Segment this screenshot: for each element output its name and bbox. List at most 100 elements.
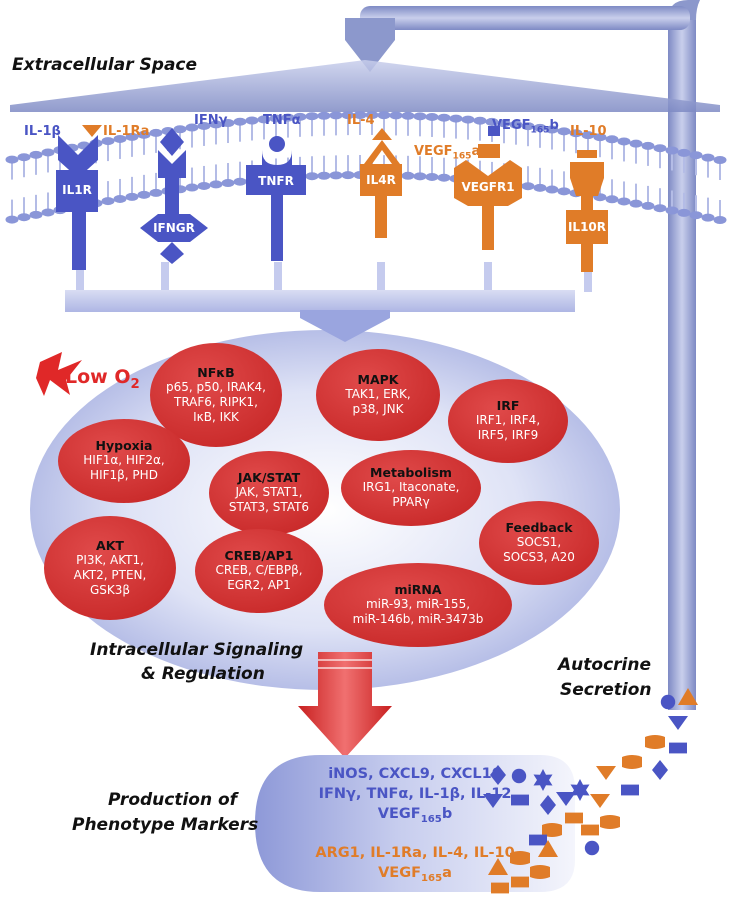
autocrine-pipe-top xyxy=(360,6,690,30)
ligand-il1ra: IL-1Ra xyxy=(103,124,150,139)
lipid-head xyxy=(305,112,319,121)
pathway-oval-creb-ap1 xyxy=(195,529,323,613)
secreted-circle-shape xyxy=(660,694,676,710)
pathway-members: TAK1, ERK,p38, JNK xyxy=(345,387,411,416)
lightning-icon xyxy=(36,352,82,396)
lipid-head xyxy=(593,133,607,142)
lipid-head xyxy=(641,141,655,150)
secreted-star-shape xyxy=(533,769,553,791)
lipid-head xyxy=(617,137,631,146)
pathway-oval-akt xyxy=(44,516,176,620)
lipid-head xyxy=(125,132,139,141)
receptor-group xyxy=(56,125,608,272)
pathway-title: miRNA xyxy=(394,582,442,597)
secreted-triangle-shape xyxy=(678,688,698,705)
secreted-shapes xyxy=(483,688,698,894)
lipid-head xyxy=(437,113,451,122)
pathway-oval-mapk xyxy=(316,349,440,441)
secreted-triangle-down-shape xyxy=(668,716,688,730)
pathway-members: IRG1, Itaconate,PPARγ xyxy=(362,480,460,509)
extracellular-title: Extracellular Space xyxy=(12,55,198,75)
lipid-head xyxy=(665,206,679,215)
lipid-head xyxy=(365,111,379,120)
secreted-rect-shape xyxy=(565,812,583,824)
lipid-head xyxy=(113,194,127,203)
secreted-rect-shape xyxy=(491,882,509,894)
lipid-head xyxy=(605,135,619,144)
pathway-title: NFκB xyxy=(197,364,235,380)
pathway-members: HIF1α, HIF2α,HIF1β, PHD xyxy=(83,453,165,482)
secreted-diamond-shape xyxy=(540,795,556,815)
receptor-vegfr1-label: VEGFR1 xyxy=(461,180,515,194)
lipid-head xyxy=(305,172,319,181)
lipid-head xyxy=(701,153,715,162)
secreted-triangle-shape xyxy=(488,858,508,875)
marker-blue-line2: IFNγ, TNFα, IL-1β, IL-12 xyxy=(318,786,512,802)
secreted-triangle-down-shape xyxy=(556,792,576,806)
il10r-receptor xyxy=(566,150,608,272)
secreted-diamond-shape xyxy=(490,765,506,785)
ligand-tnfa: TNFα xyxy=(263,113,301,128)
lipid-head xyxy=(245,116,259,125)
marker-blue-line3: VEGF165b xyxy=(377,806,453,825)
lipid-head xyxy=(653,204,667,213)
lipid-head xyxy=(41,148,55,157)
lipid-head xyxy=(473,116,487,125)
pathway-title: AKT xyxy=(96,537,124,553)
ligand-ifng: IFNγ xyxy=(194,113,228,128)
lipid-head xyxy=(497,119,511,128)
marker-blue-line1: iNOS, CXCL9, CXCL10 xyxy=(328,766,502,782)
lipid-head xyxy=(113,134,127,143)
intracellular-title-line2: & Regulation xyxy=(141,664,265,684)
lipid-head xyxy=(521,122,535,131)
lipid-head xyxy=(353,111,367,120)
intracellular-title-line1: Intracellular Signaling xyxy=(90,640,304,660)
il1ra-ligand xyxy=(82,125,102,137)
autocrine-pipe-down xyxy=(345,18,395,72)
pathway-oval-nf-b xyxy=(150,343,282,447)
production-title-line1: Production of xyxy=(108,790,238,810)
lipid-head xyxy=(233,117,247,126)
receptor-tnfr-label: TNFR xyxy=(258,174,294,188)
pathway-oval-mirna xyxy=(324,563,512,647)
secreted-triangle-shape xyxy=(538,840,558,857)
lipid-head xyxy=(221,119,235,128)
lipid-head xyxy=(329,171,343,180)
lipid-head xyxy=(5,215,19,224)
il4r-receptor xyxy=(360,128,402,238)
pathway-title: Hypoxia xyxy=(95,438,153,453)
lipid-head xyxy=(209,120,223,129)
pathway-members: IRF1, IRF4,IRF5, IRF9 xyxy=(475,413,541,442)
lipid-head xyxy=(413,112,427,121)
autocrine-pipe-vertical xyxy=(668,20,696,710)
receptor-ifngr-label: IFNGR xyxy=(153,221,195,235)
secreted-cylinder-shape xyxy=(600,815,620,829)
lipid-head xyxy=(485,117,499,126)
secreted-rect-shape xyxy=(511,876,529,888)
secreted-triangle-down-shape xyxy=(483,794,503,808)
lipid-head xyxy=(617,197,631,206)
lipid-head xyxy=(509,120,523,129)
lipid-head xyxy=(197,121,211,130)
secreted-cylinder-shape xyxy=(510,851,530,865)
ifngr-receptor xyxy=(140,128,208,264)
membrane-stub xyxy=(484,262,492,292)
secreted-rect-shape xyxy=(511,794,529,806)
secreted-triangle-down-shape xyxy=(590,794,610,808)
marker-orange-line1: ARG1, IL-1Ra, IL-4, IL-10 xyxy=(315,845,515,861)
lipid-head xyxy=(713,156,727,164)
extracellular-funnel xyxy=(10,60,720,112)
lipid-head xyxy=(545,185,559,194)
lipid-head xyxy=(605,195,619,204)
lipid-head xyxy=(461,115,475,124)
lipid-head xyxy=(341,111,355,120)
lipid-head xyxy=(185,183,199,192)
lipid-head xyxy=(233,177,247,186)
lipid-head xyxy=(317,111,331,120)
lipid-head xyxy=(209,180,223,189)
lipid-head xyxy=(425,112,439,121)
